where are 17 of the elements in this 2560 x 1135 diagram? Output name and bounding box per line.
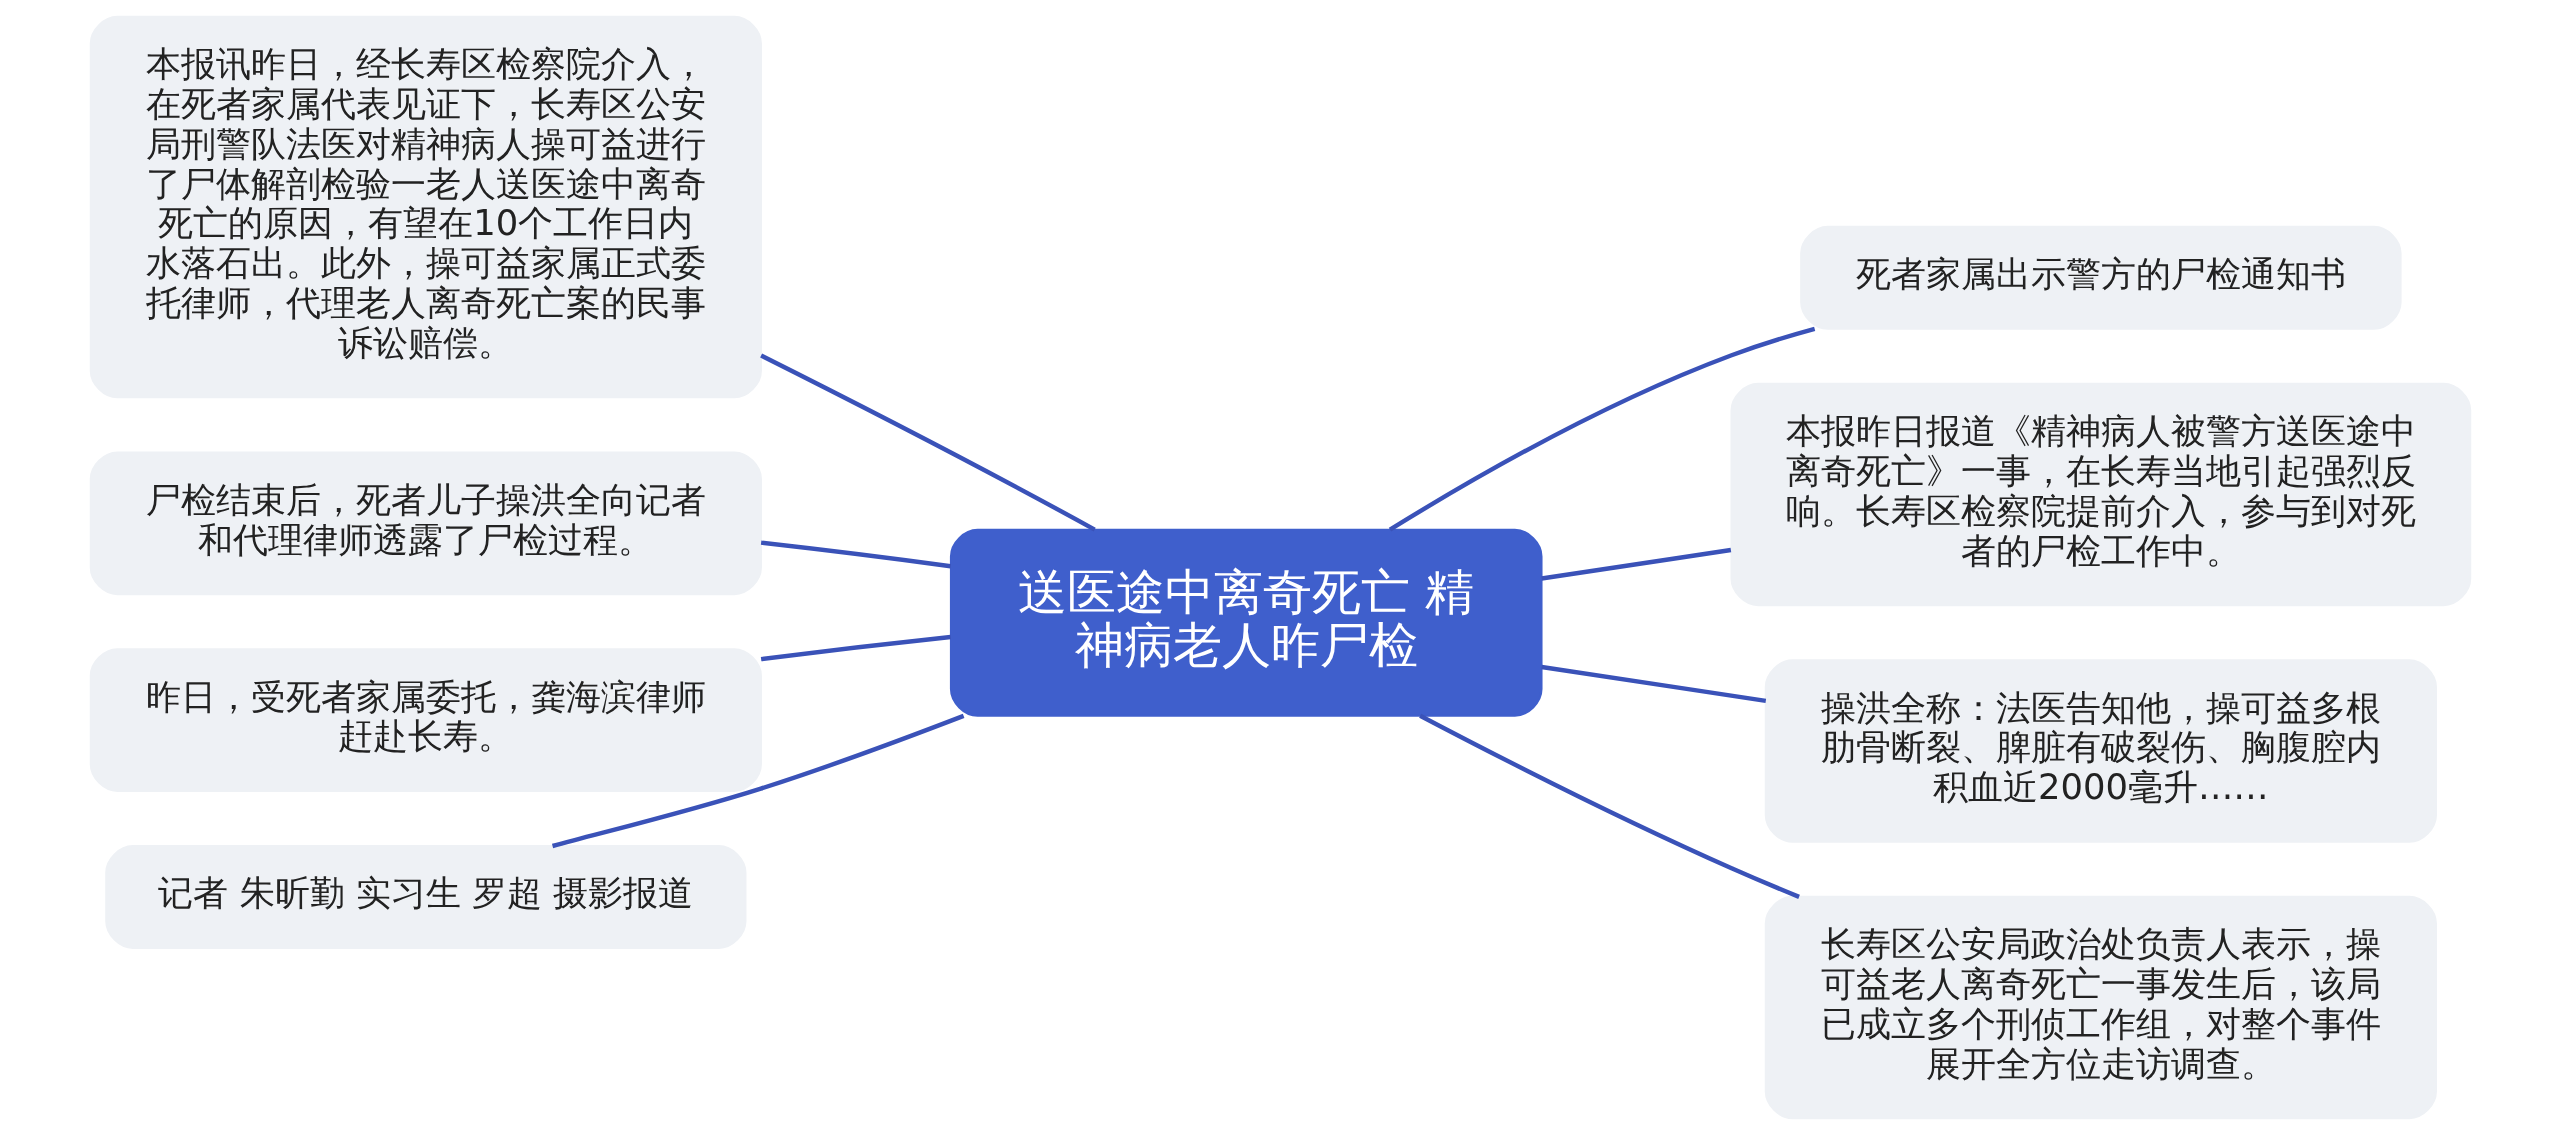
connector (1540, 664, 1766, 703)
connector (1540, 547, 1731, 581)
connector (1418, 713, 1800, 899)
node-box: 昨日，受死者家属委托，龚海滨律师赶赴长寿。 (89, 648, 762, 792)
connector (1388, 326, 1815, 532)
connector (760, 634, 951, 662)
node-box: 操洪全称：法医告知他，操可益多根肋骨断裂、脾脏有破裂伤、胸腹腔内积血近2000毫升…… (1764, 659, 2437, 843)
node-box: 尸检结束后，死者儿子操洪全向记者和代理律师透露了尸检过程。 (89, 451, 762, 596)
node-box: 记者 朱昕勤 实习生 罗超 摄影报道 (104, 845, 746, 949)
node-box: 本报昨日报道《精神病人被警方送医途中离奇死亡》一事，在长寿当地引起强烈反响。长寿区检察院提前介入，参与到对死者的尸检工作中。 (1730, 382, 2471, 607)
connector (759, 353, 1096, 532)
connector (551, 713, 964, 849)
node-box: 送医途中离奇死亡 精神病老人昨尸检 (949, 528, 1543, 717)
node-box: 长寿区公安局政治处负责人表示，操可益老人离奇死亡一事发生后，该局已成立多个刑侦工作组，对整个事件展开全方位走访调查。 (1764, 895, 2437, 1120)
connector (760, 540, 951, 569)
node-box: 死者家属出示警方的尸检通知书 (1799, 225, 2402, 330)
node-box: 本报讯昨日，经长寿区检察院介入，在死者家属代表见证下，长寿区公安局刑警队法医对精神病人操可益进行了尸体解剖检验一老人送医途中离奇死亡的原因，有望在10个工作日内水落石出。此外，操可益家属正式委托律师，代理老人离奇死亡案的民事诉讼赔偿。 (89, 15, 762, 399)
